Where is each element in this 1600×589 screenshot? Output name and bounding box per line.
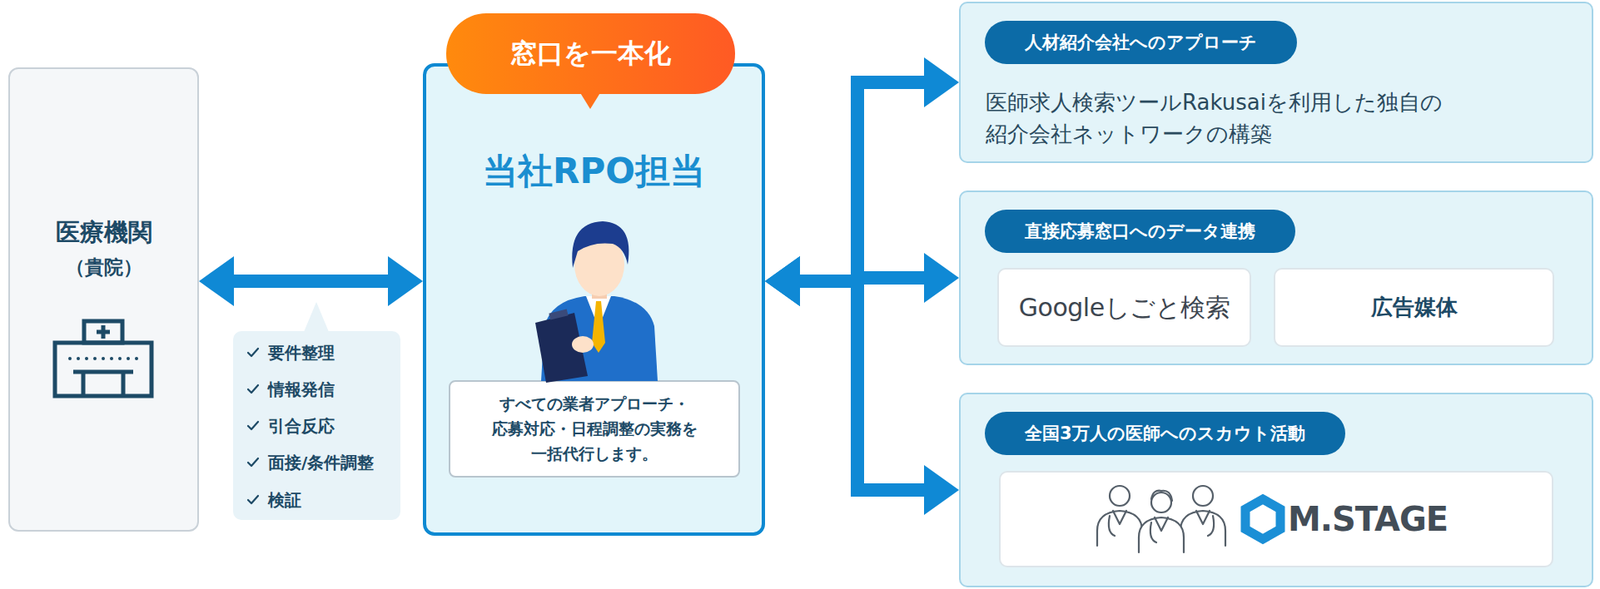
connector-arrow: [765, 256, 960, 516]
node-text: （貴院）: [9, 253, 198, 281]
arrow-shaft: [232, 274, 390, 289]
node-text: M.STAGE: [1287, 472, 1448, 567]
arrow-head: [924, 465, 960, 516]
connector-arrow: [765, 253, 960, 307]
media-box: M.STAGE: [998, 471, 1554, 568]
heading-pill: 全国3万人の医師へのスカウト活動: [984, 412, 1346, 456]
channel-box: 人材紹介会社へのアプローチ医師求人検索ツールRakusaiを利用した独自の 紹介…: [959, 1, 1594, 164]
checklist-item: 引合反応: [268, 414, 335, 438]
checklist-item: 要件整理: [268, 341, 335, 365]
connector-arrow: [765, 57, 960, 307]
callout-pointer: [303, 302, 329, 333]
arrow-shaft: [798, 82, 926, 282]
description-box: すべての業者アプローチ・ 応募対応・日程調整の実務を 一括代行します。: [448, 380, 741, 478]
arrow-head: [198, 256, 234, 307]
client-box: 医療機関 （貴院）: [8, 67, 199, 532]
node-text: 医師求人検索ツールRakusaiを利用した独自の 紹介会社ネットワークの構築: [985, 86, 1561, 150]
arrow-head: [924, 57, 960, 108]
checklist-item: 情報発信: [268, 377, 335, 402]
arrow-head: [387, 256, 423, 307]
heading-pill: 人材紹介会社へのアプローチ: [984, 20, 1297, 65]
channel-box: 全国3万人の医師へのスカウト活動 M.STAGE: [959, 392, 1594, 588]
arrow-shaft: [798, 278, 926, 282]
arrow-head: [765, 256, 800, 307]
media-box: 広告媒体: [1273, 268, 1555, 348]
rpo-box: 窓口を一本化当社RPO担当すべての業者アプローチ・ 応募対応・日程調整の実務を …: [422, 63, 766, 537]
box-title: 医療機関: [9, 215, 198, 249]
callout-pointer-part: [303, 302, 329, 333]
arrow-head: [924, 253, 960, 304]
checklist-item: 面接/条件調整: [268, 451, 374, 475]
media-box: Googleしごと検索: [997, 268, 1252, 348]
task-callout: 要件整理情報発信引合反応面接/条件調整検証: [233, 331, 401, 521]
heading-pill: 窓口を一本化: [446, 13, 736, 95]
heading-pill: 直接応募窓口へのデータ連携: [984, 209, 1296, 254]
node-text: Googleしごと検索: [998, 269, 1250, 346]
node-text: すべての業者アプローチ・ 応募対応・日程調整の実務を 一括代行します。: [450, 391, 739, 467]
channel-box: 直接応募窓口へのデータ連携 Googleしごと検索広告媒体: [959, 190, 1594, 366]
node-text: 広告媒体: [1275, 269, 1553, 346]
box-title: 当社RPO担当: [426, 146, 762, 197]
connector-arrow: [198, 256, 423, 307]
arrow-head: [765, 256, 800, 307]
arrow-head: [765, 256, 800, 307]
arrow-shaft: [798, 281, 926, 491]
checklist-item: 検証: [268, 488, 302, 512]
